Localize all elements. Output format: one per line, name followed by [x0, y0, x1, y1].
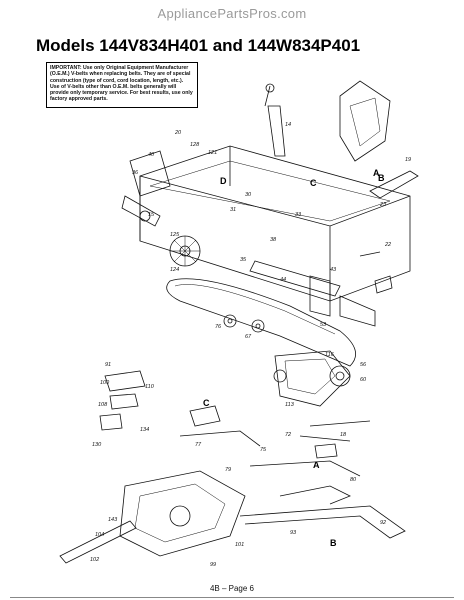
- callout-letter-a: A: [373, 168, 380, 178]
- callout-part: 125: [170, 232, 180, 238]
- callout-part: 53: [320, 322, 327, 328]
- callout-letter-c: C: [310, 178, 317, 188]
- callout-part: 75: [260, 447, 267, 453]
- callout-letter-c-2: C: [203, 398, 210, 408]
- callout-part: 18: [340, 432, 347, 438]
- callout-part: 93: [290, 530, 297, 536]
- callout-part: 60: [360, 377, 367, 383]
- callout-part: 72: [285, 432, 291, 438]
- page-number: 4B – Page 6: [209, 584, 255, 593]
- fan-pulley: [169, 235, 201, 267]
- callout-part: 15: [148, 212, 155, 218]
- callout-part: 99: [210, 562, 216, 568]
- callout-part: 14: [285, 122, 291, 128]
- callout-letter-b: B: [330, 538, 337, 548]
- callout-part: 102: [90, 557, 99, 563]
- site-watermark-header: AppliancePartsPros.com: [157, 6, 307, 21]
- callout-letter-a-2: A: [313, 460, 320, 470]
- callout-part: 77: [195, 442, 202, 448]
- callout-letter-b-2: B: [378, 173, 385, 183]
- exploded-parts-diagram: D C A C A B B 14 20 40 36 15 128 121 30 …: [59, 80, 419, 568]
- callout-letter-d: D: [220, 176, 227, 186]
- callout-part: 36: [132, 170, 139, 176]
- callout-part: 130: [92, 442, 102, 448]
- callout-part: 113: [285, 402, 295, 408]
- callout-part: 38: [270, 237, 277, 243]
- callout-part: 22: [384, 242, 391, 248]
- callout-part: 116: [325, 352, 335, 358]
- callout-part: 19: [405, 157, 411, 163]
- callout-part: 35: [240, 257, 247, 263]
- callout-part: 31: [230, 207, 236, 213]
- seat-shape: [339, 80, 391, 162]
- callout-part: 100: [100, 380, 110, 386]
- callout-part: 23: [379, 202, 387, 208]
- lever-shape: [369, 170, 419, 199]
- callout-part: 134: [140, 427, 149, 433]
- frame-outline: [139, 145, 411, 302]
- callout-part: 128: [190, 142, 200, 148]
- callout-part: 101: [235, 542, 244, 548]
- bottom-divider: [10, 597, 454, 598]
- callout-part: 76: [215, 324, 222, 330]
- belt-notice-box: IMPORTANT: Use only Original Equipment M…: [46, 62, 198, 108]
- callout-part: 91: [105, 362, 111, 368]
- callout-part: 20: [174, 130, 182, 136]
- callout-part: 79: [225, 467, 231, 473]
- callout-part: 67: [245, 334, 252, 340]
- callout-part: 143: [108, 517, 118, 523]
- callout-part: 121: [208, 150, 217, 156]
- callout-part: 43: [330, 267, 337, 273]
- callout-part: 92: [380, 520, 386, 526]
- callout-part: 110: [145, 384, 155, 390]
- callout-part: 30: [245, 192, 252, 198]
- callout-part: 104: [95, 532, 104, 538]
- callout-part: 108: [98, 402, 108, 408]
- page-title: Models 144V834H401 and 144W834P401: [36, 36, 361, 55]
- callout-part: 44: [280, 277, 286, 283]
- callout-part: 40: [148, 152, 155, 158]
- callout-part: 33: [295, 212, 302, 218]
- transaxle-body: [119, 470, 246, 557]
- steering-column: [264, 85, 286, 157]
- callout-part: 124: [170, 267, 179, 273]
- callout-part: 56: [360, 362, 367, 368]
- callout-part: 80: [350, 477, 357, 483]
- drive-belt: [166, 278, 357, 367]
